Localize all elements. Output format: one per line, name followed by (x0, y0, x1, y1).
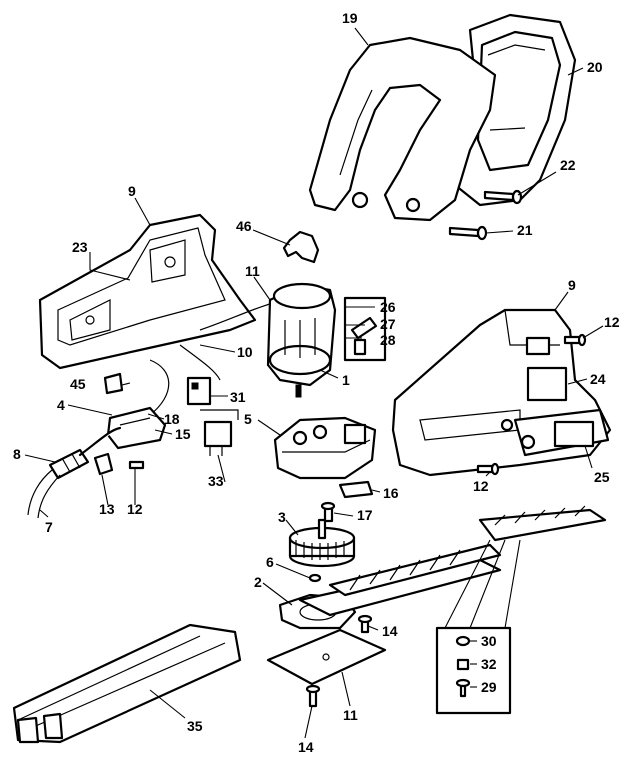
label-part-21: 21 (517, 222, 533, 238)
part-9-left-housing (38, 213, 257, 370)
label-part-29: 29 (481, 679, 497, 695)
label-part-32: 32 (481, 656, 497, 672)
part-45-switch (103, 372, 124, 395)
part-14-screw-upper (357, 614, 373, 634)
part-14-screw-lower (305, 684, 321, 708)
label-part-5: 5 (244, 411, 252, 427)
label-part-15: 15 (175, 426, 191, 442)
label-part-4: 4 (57, 397, 65, 413)
label-part-9-right: 9 (568, 277, 576, 293)
label-part-23: 23 (72, 239, 88, 255)
label-part-46: 46 (236, 218, 252, 234)
part-3-gear (288, 518, 356, 568)
label-part-9-left: 9 (128, 183, 136, 199)
blade-assembly (298, 505, 607, 617)
label-part-26: 26 (380, 299, 396, 315)
part-21-screw (448, 225, 488, 241)
label-part-19: 19 (342, 10, 358, 26)
label-part-13: 13 (99, 501, 115, 517)
part-6-washer (308, 573, 322, 583)
label-part-16: 16 (383, 485, 399, 501)
part-33-switch (200, 409, 239, 456)
label-part-12-left: 12 (127, 501, 143, 517)
part-31-switch (186, 376, 212, 406)
label-part-11-bottom: 11 (343, 707, 358, 723)
label-part-17: 17 (357, 507, 373, 523)
label-part-33: 33 (208, 473, 224, 489)
label-part-2: 2 (254, 574, 262, 590)
label-part-22: 22 (560, 157, 576, 173)
part-26-28-brushes (343, 296, 387, 362)
leader-lines (24, 27, 604, 739)
part-12-screw-right-top (563, 333, 587, 347)
label-part-1: 1 (342, 372, 350, 388)
part-1-motor (266, 282, 337, 398)
label-part-18: 18 (164, 411, 180, 427)
label-part-31: 31 (230, 389, 246, 405)
part-46-clip (282, 230, 320, 264)
parts-kit-box (435, 539, 521, 715)
part-19-d-handle (308, 36, 497, 222)
label-part-6: 6 (266, 554, 274, 570)
part-5-gear-housing (273, 416, 377, 480)
label-part-28: 28 (380, 332, 396, 348)
label-part-14-upper: 14 (382, 623, 398, 639)
label-part-12-right-top: 12 (604, 314, 620, 330)
label-part-45: 45 (70, 376, 86, 392)
label-part-3: 3 (278, 509, 286, 525)
label-part-24: 24 (590, 371, 606, 387)
part-12-screw-left (128, 460, 145, 470)
label-part-30: 30 (481, 633, 497, 649)
part-8-cord-guard (48, 426, 122, 480)
part-11-bottom-plate (266, 628, 387, 686)
part-35-blade-guard (12, 623, 242, 744)
part-20-handle-frame (453, 13, 577, 207)
part-12-screw-right-bottom (476, 462, 500, 476)
label-part-11-top: 11 (245, 263, 260, 279)
part-16-plate (338, 480, 374, 499)
part-22-screw (483, 189, 523, 205)
label-part-8: 8 (13, 446, 21, 462)
label-part-10: 10 (237, 344, 253, 360)
part-7-cable (27, 469, 61, 519)
label-part-7: 7 (45, 519, 53, 535)
label-part-25: 25 (594, 469, 610, 485)
label-part-20: 20 (587, 59, 603, 75)
part-13-clamp (93, 452, 114, 476)
label-part-14-lower: 14 (298, 739, 314, 755)
part-labels: 19 20 22 21 46 9 23 11 26 27 28 10 1 45 … (13, 10, 620, 755)
label-part-35: 35 (187, 718, 203, 734)
part-17-screw (320, 501, 336, 523)
label-part-12-right-bottom: 12 (473, 478, 489, 494)
part-9-right-housing (391, 308, 612, 477)
label-part-27: 27 (380, 316, 396, 332)
